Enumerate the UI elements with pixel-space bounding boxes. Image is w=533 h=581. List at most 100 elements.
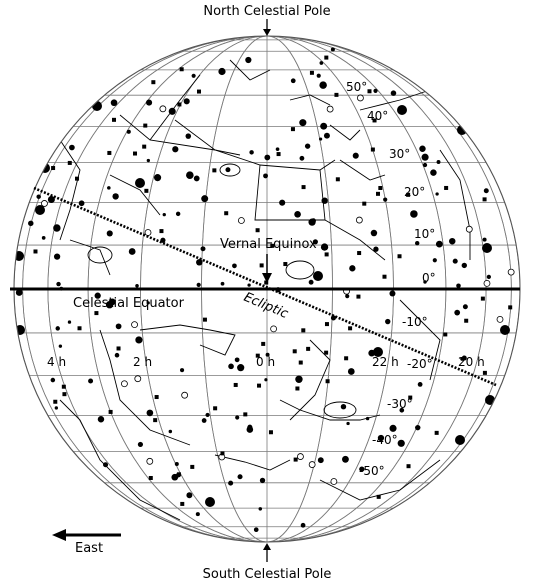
- star: [69, 144, 75, 151]
- star: [112, 117, 117, 122]
- star: [317, 457, 324, 464]
- star: [249, 150, 254, 155]
- star: [55, 326, 60, 331]
- star: [290, 127, 295, 132]
- star: [345, 294, 350, 299]
- right-ascension-labels: 4 h 2 h 0 h 22 h 20 h: [47, 355, 485, 369]
- variable-star: [41, 200, 48, 207]
- star: [159, 229, 164, 234]
- variable-star: [146, 457, 154, 465]
- constellation-line: [329, 124, 361, 141]
- constellation-line: [359, 89, 431, 111]
- star: [200, 246, 206, 252]
- star: [383, 197, 388, 202]
- star: [295, 386, 300, 391]
- star: [190, 464, 195, 469]
- star: [279, 199, 286, 206]
- star: [212, 168, 217, 173]
- star: [362, 201, 367, 206]
- star: [202, 317, 207, 322]
- star: [460, 357, 464, 361]
- star: [115, 323, 122, 330]
- star: [344, 356, 349, 361]
- star: [146, 158, 150, 163]
- star: [201, 195, 209, 203]
- star: [15, 289, 23, 296]
- star: [94, 292, 101, 299]
- star: [486, 274, 491, 280]
- star: [220, 451, 225, 456]
- star: [308, 279, 314, 285]
- star: [444, 185, 449, 190]
- star: [146, 99, 153, 106]
- east-arrow: [52, 529, 121, 541]
- star: [382, 274, 387, 279]
- star: [347, 368, 355, 375]
- star: [306, 346, 311, 351]
- constellation-line: [289, 94, 331, 106]
- star: [295, 375, 303, 383]
- star: [436, 160, 441, 164]
- star: [261, 341, 266, 346]
- star: [299, 119, 307, 127]
- star: [312, 239, 318, 245]
- star: [137, 441, 144, 448]
- star: [28, 220, 34, 227]
- star: [461, 262, 467, 269]
- star: [348, 326, 353, 331]
- constellation-line: [119, 114, 336, 171]
- star: [62, 392, 67, 397]
- variable-star: [297, 453, 304, 460]
- variable-star: [159, 105, 167, 113]
- star: [196, 259, 203, 266]
- star: [112, 193, 119, 200]
- star: [174, 461, 179, 467]
- star: [324, 55, 329, 60]
- ra-label: 4 h: [47, 355, 66, 369]
- star: [162, 212, 166, 217]
- bright-star: [313, 271, 323, 281]
- south-pole-arrow: [263, 543, 271, 562]
- dec-label: -40°: [372, 433, 398, 447]
- ra-label: 0 h: [256, 355, 275, 369]
- star: [235, 415, 240, 420]
- star: [255, 228, 260, 233]
- star: [421, 153, 429, 161]
- star: [443, 332, 448, 337]
- star: [259, 263, 264, 268]
- star: [103, 462, 109, 468]
- star: [406, 192, 411, 197]
- star: [263, 173, 268, 179]
- constellation-line: [139, 324, 236, 356]
- star: [61, 384, 66, 389]
- star: [324, 322, 329, 327]
- constellation-line: [324, 219, 386, 261]
- variable-star: [330, 478, 338, 485]
- star: [365, 416, 370, 421]
- star: [237, 364, 245, 372]
- dec-label: -30°: [387, 397, 413, 411]
- bright-star: [135, 178, 145, 188]
- star: [245, 56, 252, 64]
- star: [330, 47, 335, 52]
- star: [320, 243, 329, 251]
- star: [195, 512, 200, 517]
- star: [168, 107, 176, 115]
- star: [183, 98, 190, 105]
- star: [232, 263, 237, 269]
- star: [144, 188, 149, 193]
- star: [372, 118, 377, 123]
- star: [373, 88, 378, 93]
- star: [406, 464, 411, 469]
- bright-star: [373, 347, 383, 357]
- nebula-outline: [285, 260, 315, 280]
- star: [197, 89, 202, 94]
- star: [311, 218, 316, 224]
- star: [258, 507, 263, 511]
- star: [356, 294, 361, 299]
- variable-star: [237, 217, 245, 224]
- star: [78, 200, 85, 207]
- star: [218, 67, 226, 76]
- variable-star: [131, 321, 138, 329]
- star: [423, 280, 427, 284]
